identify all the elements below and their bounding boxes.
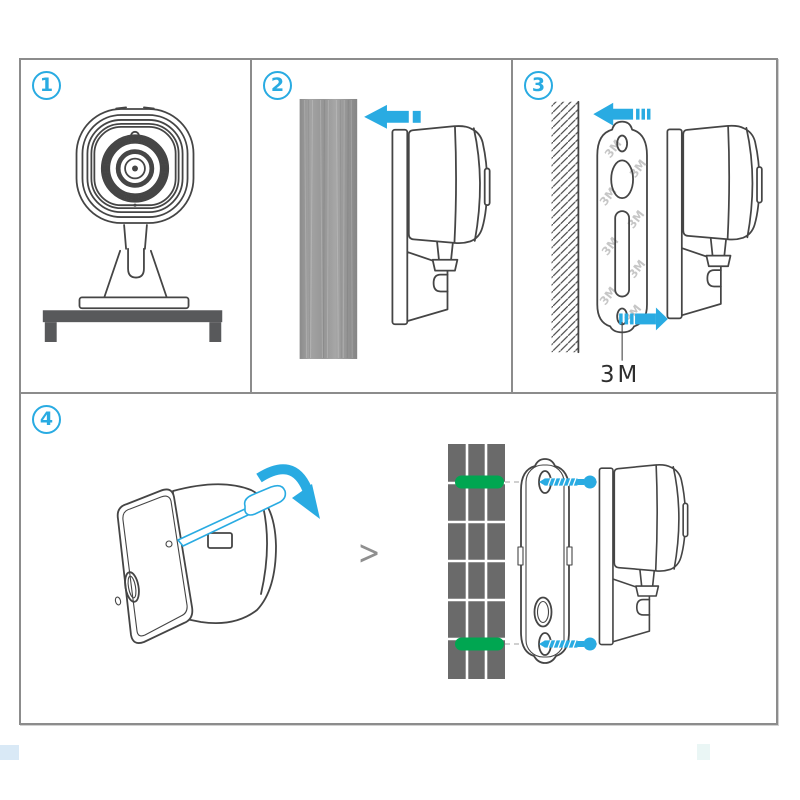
step-number: 1 xyxy=(39,74,54,96)
screw-mount-illustration xyxy=(114,444,689,679)
screwdriver-icon xyxy=(177,484,287,547)
step-number: 3 xyxy=(531,74,546,96)
step-2-panel: 2 xyxy=(252,60,513,392)
arrow-left-icon xyxy=(364,104,421,129)
screw-hole xyxy=(165,540,173,548)
camera-side-illustration xyxy=(666,124,763,320)
step-number: 4 xyxy=(39,408,54,430)
step-1-panel: 1 xyxy=(21,60,252,392)
latch-tab xyxy=(207,532,233,549)
step-3-panel: 3 xyxy=(513,60,776,392)
camera-side-illustration xyxy=(391,125,491,326)
top-row: 1 xyxy=(21,60,776,394)
next-step-chevron: > xyxy=(357,534,381,573)
adhesive-strip: 3M 3M 3M 3M 3M 3M 3M 3M xyxy=(596,120,648,334)
step-number: 2 xyxy=(270,74,285,96)
camera-back-view xyxy=(114,483,277,644)
mounting-bracket xyxy=(517,458,573,664)
step-4-badge: 4 xyxy=(32,405,61,434)
rotate-arrow-icon xyxy=(256,464,320,519)
arrow-left-icon xyxy=(593,102,651,126)
table xyxy=(42,310,223,342)
screen-artifact xyxy=(697,744,710,760)
wall-strip xyxy=(299,98,358,359)
arrow-right-icon xyxy=(619,307,668,331)
step-2-badge: 2 xyxy=(263,71,292,100)
hatched-wall xyxy=(551,100,580,354)
wall-mount-illustration xyxy=(299,98,491,359)
screen-artifact xyxy=(0,745,19,760)
camera-stand xyxy=(78,224,190,310)
mic-hole xyxy=(133,203,137,207)
wall-anchor xyxy=(455,475,504,489)
step-4-panel: 4 > xyxy=(21,394,776,721)
cable-slot xyxy=(124,571,140,603)
step-1-badge: 1 xyxy=(32,71,61,100)
camera-front-view xyxy=(75,106,195,224)
diagram-frame: 1 xyxy=(19,58,778,725)
camera-on-table-illustration xyxy=(42,106,223,342)
wall-anchor xyxy=(455,637,504,651)
adhesive-strip-illustration: 3M 3M 3M 3M 3M 3M 3M 3M xyxy=(551,100,763,388)
camera-side-illustration xyxy=(598,464,689,646)
step-3-badge: 3 xyxy=(524,71,553,100)
adhesive-brand-label: 3M xyxy=(600,362,640,388)
back-plate xyxy=(116,488,194,644)
lens-rings xyxy=(100,134,170,203)
